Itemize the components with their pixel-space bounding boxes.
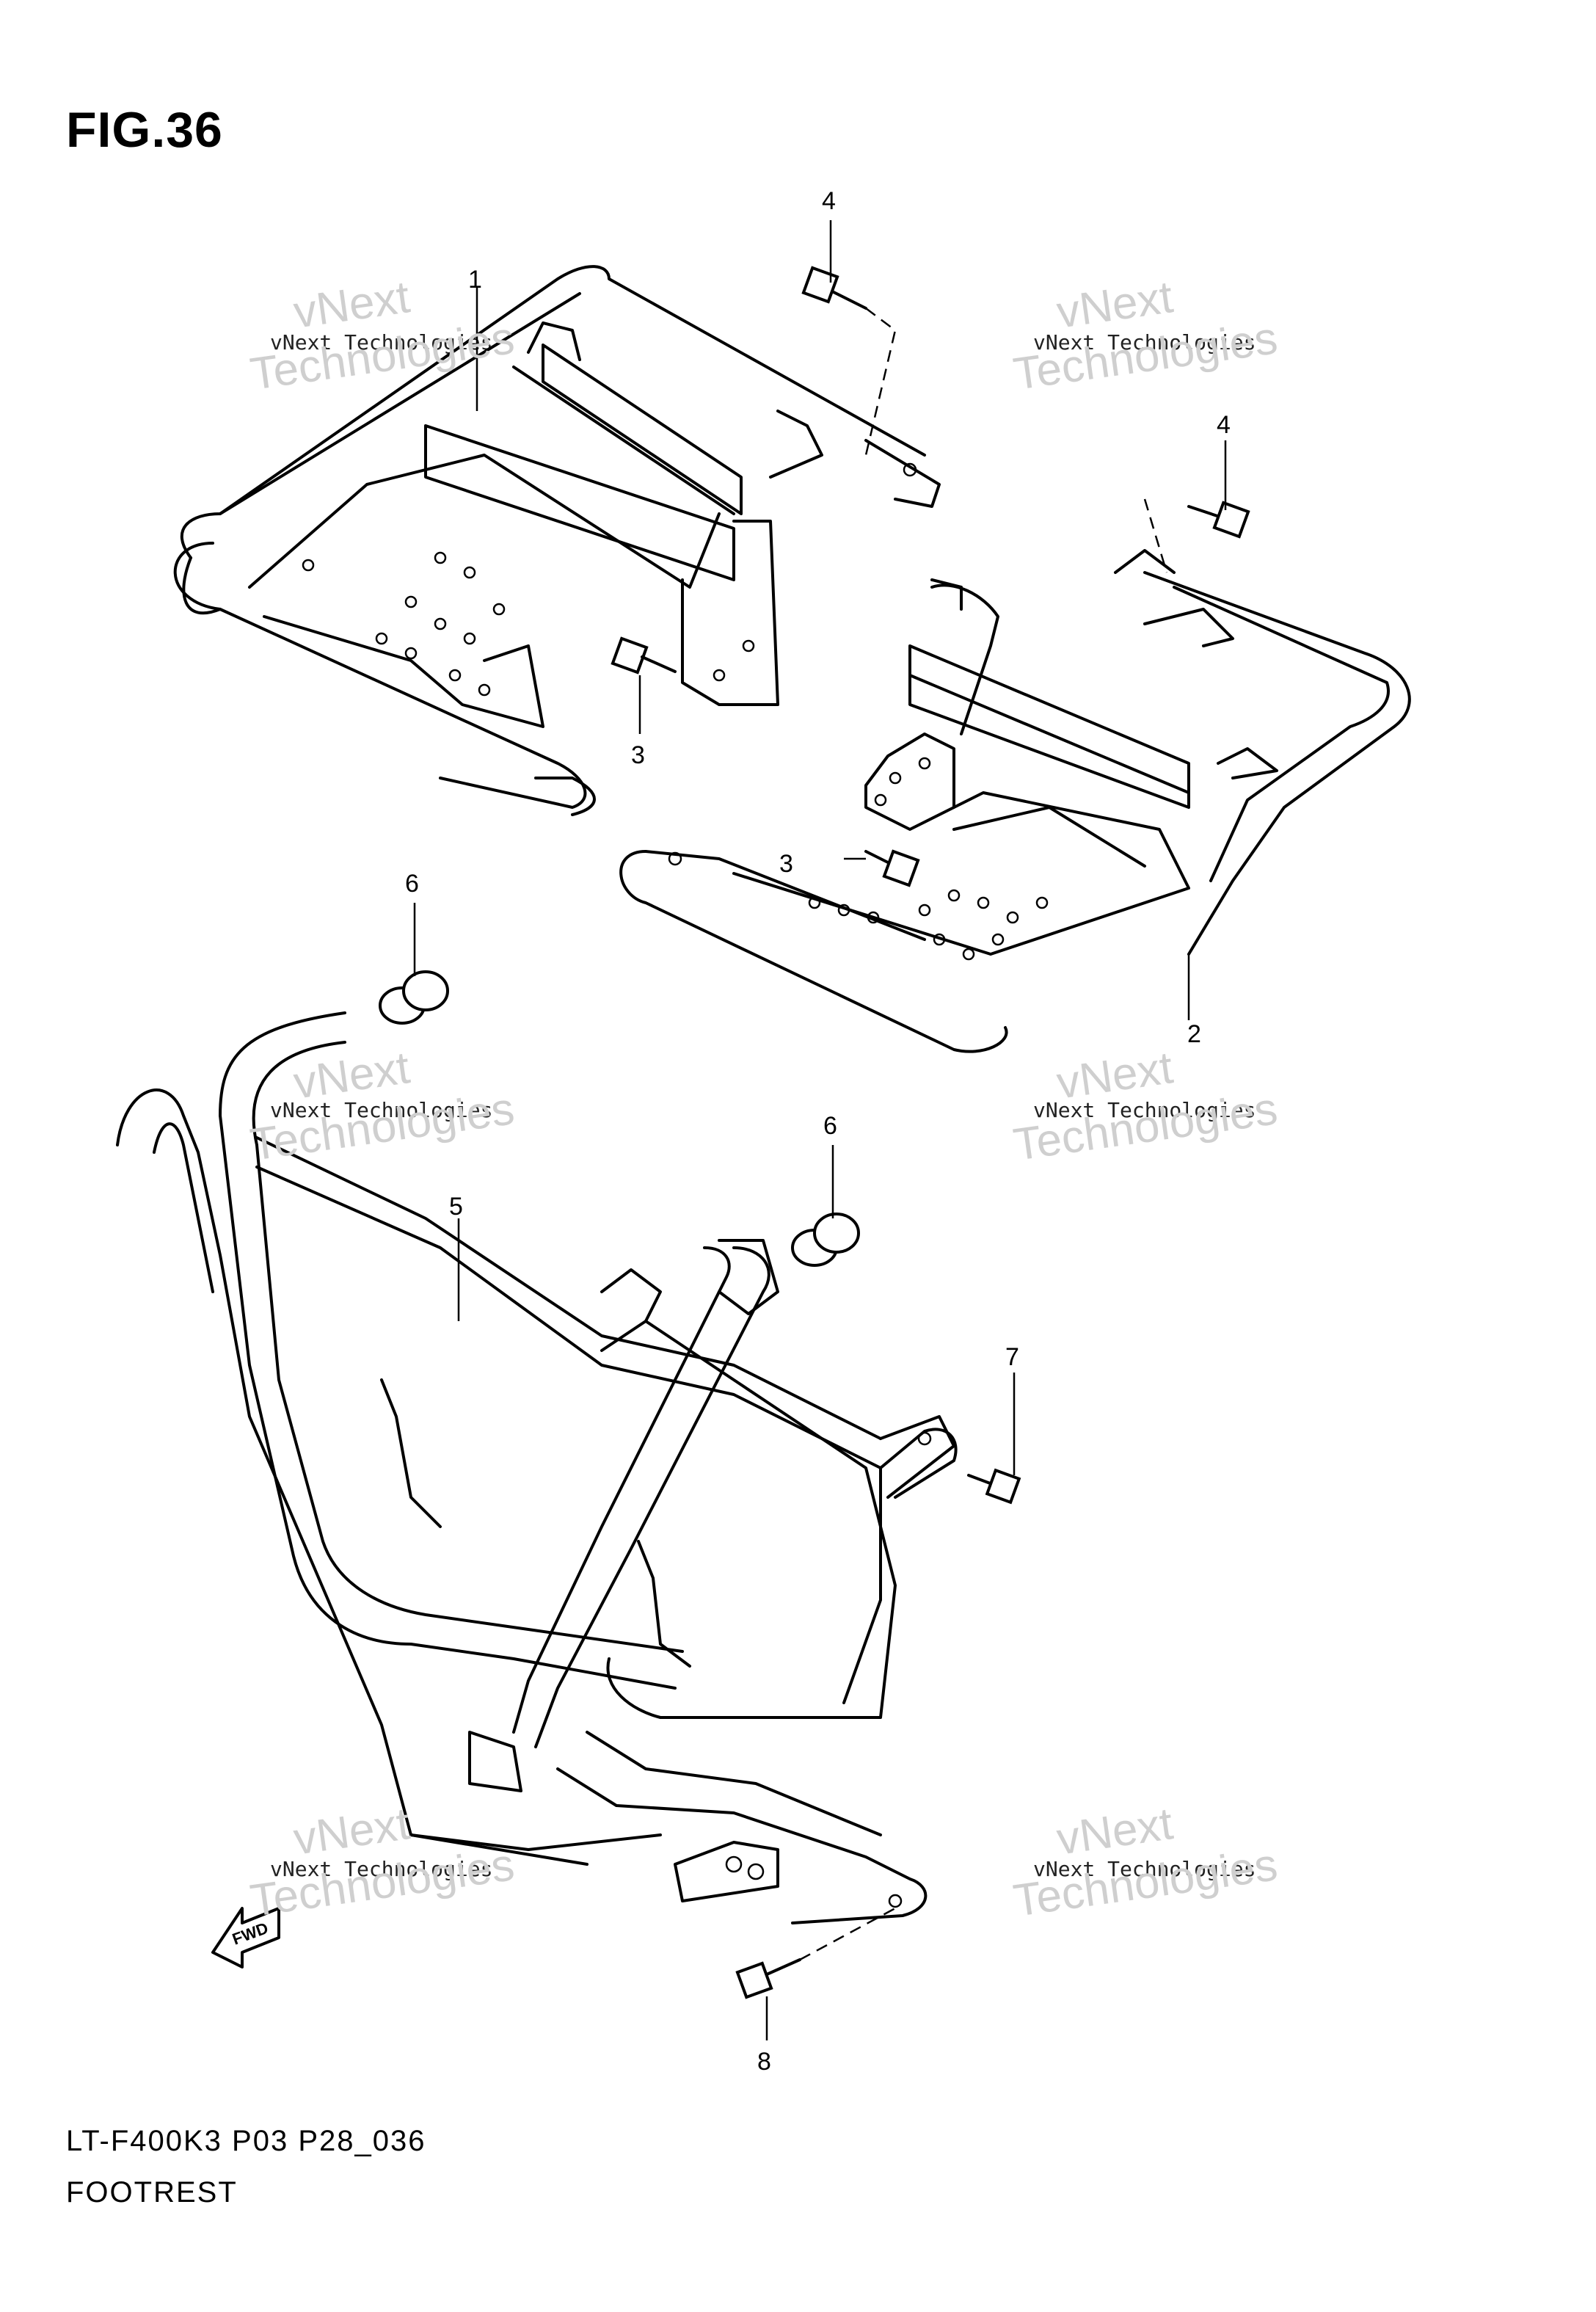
leader-lines [413,220,1227,2040]
figure-code: LT-F400K3 P03 P28_036 [66,2125,426,2157]
bolt-3-left [611,636,677,675]
bolt-3-right [864,849,920,887]
callout-6-upper: 6 [405,870,419,898]
callout-2: 2 [1187,1020,1201,1048]
footrest-right [619,549,1411,1053]
figure-title: FIG.36 [66,102,223,158]
callout-5: 5 [449,1193,463,1221]
callout-4-right: 4 [1217,411,1231,439]
bolt-7 [967,1468,1021,1505]
callout-4-top: 4 [822,187,836,215]
front-guard [116,1011,958,1924]
bolt-8 [735,1907,896,1999]
callout-7: 7 [1005,1343,1019,1371]
callout-3-right: 3 [779,850,793,878]
callout-1: 1 [468,266,482,294]
callout-numbers: 1 2 3 3 4 4 5 6 6 7 8 [405,187,1231,2076]
callout-6-lower: 6 [823,1112,837,1140]
callout-8: 8 [757,2048,771,2076]
figure-name: FOOTREST [66,2176,238,2209]
callout-3-left: 3 [631,741,645,769]
bolt-4-top [801,266,897,456]
bolt-4-right [1143,498,1250,573]
grommet-6-upper [379,970,449,1025]
footrest-left [173,265,941,816]
forward-arrow-icon: FWD [211,1907,280,1969]
grommet-6-lower [791,1213,860,1267]
